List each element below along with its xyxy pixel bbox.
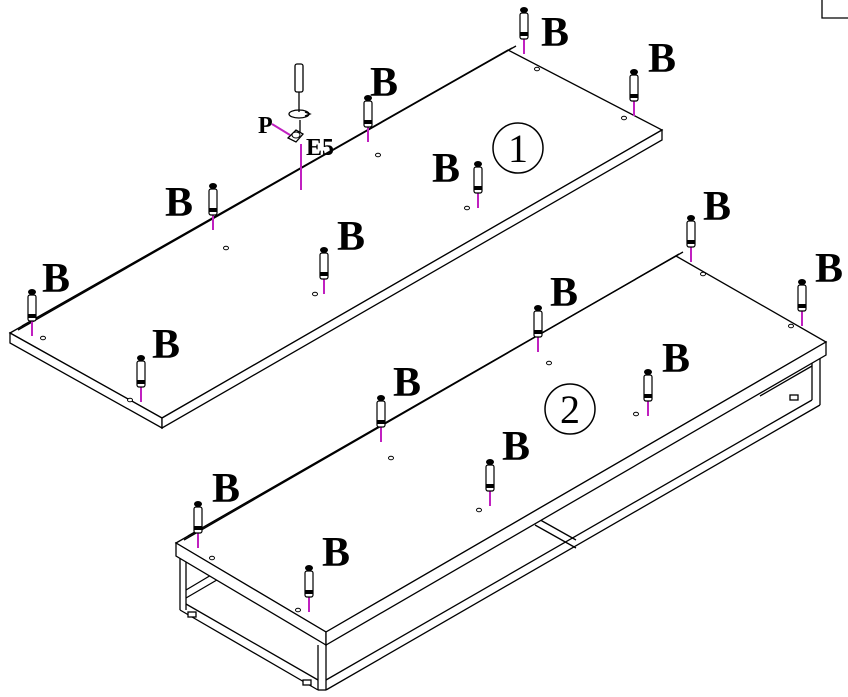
- label-b: B: [370, 60, 398, 106]
- cam-bolt-icon: [304, 565, 314, 612]
- label-b: B: [648, 36, 676, 82]
- label-p: P: [258, 113, 273, 139]
- label-b: B: [322, 530, 350, 576]
- svg-text:2: 2: [560, 387, 580, 432]
- cam-bolt-icon: [629, 69, 639, 116]
- label-b: B: [393, 360, 421, 406]
- screwdriver-icon: [288, 63, 312, 119]
- cam-bolt-icon: [319, 247, 329, 294]
- cam-bolt-icon: [485, 459, 495, 506]
- cam-bolt-icon: [533, 305, 543, 352]
- label-b: B: [212, 466, 240, 512]
- panel-2: [174, 251, 828, 691]
- cam-lock-icon: [271, 120, 305, 190]
- label-b: B: [502, 424, 530, 470]
- panel-1-number: 1: [492, 122, 544, 174]
- svg-text:1: 1: [508, 126, 528, 171]
- cam-bolts: [27, 7, 807, 612]
- label-b: B: [703, 184, 731, 230]
- cam-bolt-icon: [376, 395, 386, 442]
- cam-bolt-icon: [136, 355, 146, 402]
- label-b: B: [815, 246, 843, 292]
- cam-bolt-icon: [363, 95, 373, 142]
- cam-bolt-icon: [686, 215, 696, 262]
- label-b: B: [42, 256, 70, 302]
- label-b: B: [432, 146, 460, 192]
- label-b: B: [152, 322, 180, 368]
- labels: B B B B B B B B B B B B B B B B P E5 1 2: [42, 10, 843, 576]
- cam-bolt-icon: [27, 289, 37, 336]
- label-b: B: [550, 270, 578, 316]
- label-b: B: [337, 214, 365, 260]
- label-b: B: [662, 336, 690, 382]
- panel-1-holes: [40, 66, 627, 403]
- cam-bolt-icon: [643, 369, 653, 416]
- panel-2-holes: [209, 271, 794, 613]
- cam-bolt-icon: [193, 501, 203, 548]
- cam-bolt-icon: [519, 7, 529, 54]
- cam-bolt-icon: [208, 183, 218, 230]
- label-b: B: [165, 180, 193, 226]
- cam-bolt-icon: [473, 161, 483, 208]
- cam-bolt-icon: [797, 279, 807, 326]
- frame-corner: [821, 0, 848, 19]
- panel-2-number: 2: [544, 383, 596, 435]
- label-e5: E5: [306, 135, 334, 161]
- label-b: B: [541, 10, 569, 56]
